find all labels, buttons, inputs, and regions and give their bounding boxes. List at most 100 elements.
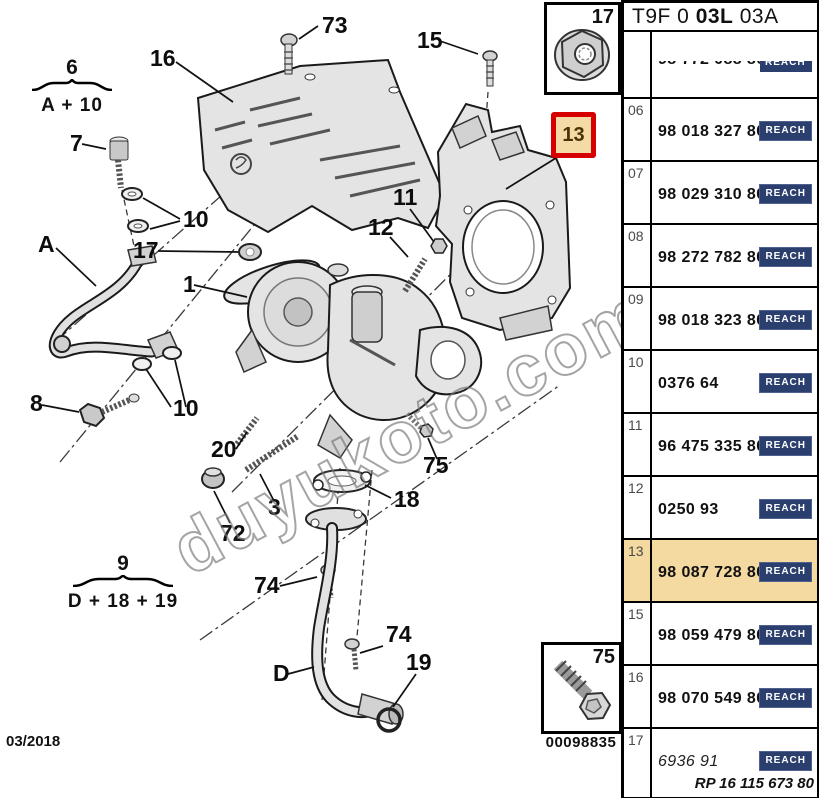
ref-number: 10 xyxy=(628,354,644,370)
table-row[interactable]: 06 98 018 327 80 REACH xyxy=(624,99,817,162)
part-number: 98 059 479 80 xyxy=(658,627,766,644)
ref-number: 17 xyxy=(628,732,644,748)
ref-number: 09 xyxy=(628,291,644,307)
callout-74b: 74 xyxy=(386,621,412,647)
ref-cell: 10 xyxy=(624,351,652,412)
exploded-diagram: 73 15 16 7 A 10 17 1 11 12 8 10 20 3 72 … xyxy=(6,2,621,751)
reach-button[interactable]: REACH xyxy=(759,373,812,393)
callout-17b: 17 xyxy=(133,237,159,263)
callout-A: A xyxy=(38,231,55,257)
part-number: 0250 93 xyxy=(658,501,719,518)
brace-icon xyxy=(72,574,174,588)
table-row[interactable]: 10 0376 64 REACH xyxy=(624,351,817,414)
callout-15: 15 xyxy=(417,27,443,53)
code-prefix: T9F 0 xyxy=(632,5,696,28)
ref-cell: 16 xyxy=(624,666,652,727)
group-bottom: D + 18 + 19 xyxy=(67,591,179,612)
part-number: 98 272 782 80 xyxy=(658,249,766,266)
reach-button[interactable]: REACH xyxy=(759,499,812,519)
part-number: 0376 64 xyxy=(658,375,719,392)
table-row[interactable]: 17 6936 91 REACH RP 16 115 673 80 xyxy=(624,729,817,797)
inset-nut-box: 17 xyxy=(544,2,621,95)
table-row[interactable]: 98 772 088 80 REACH xyxy=(624,32,817,99)
brace-icon xyxy=(31,78,113,92)
table-row[interactable]: 11 96 475 335 80 REACH xyxy=(624,414,817,477)
reach-button[interactable]: REACH xyxy=(759,121,812,141)
ref-cell xyxy=(624,32,652,97)
ref-number: 16 xyxy=(628,669,644,685)
ref-number: 13 xyxy=(628,543,644,559)
callout-1: 1 xyxy=(183,271,196,297)
hex-bolt-icon xyxy=(553,660,612,721)
part-number: 98 087 728 80 xyxy=(658,564,766,581)
ref-cell: 12 xyxy=(624,477,652,538)
reach-button[interactable]: REACH xyxy=(759,184,812,204)
reach-button[interactable]: REACH xyxy=(759,562,812,582)
ref-cell: 09 xyxy=(624,288,652,349)
reach-button[interactable]: REACH xyxy=(759,310,812,330)
group-label-6: 6 A + 10 xyxy=(28,56,116,116)
code-suffix: 03A xyxy=(733,5,779,28)
flange-nut-icon xyxy=(554,29,610,81)
turbocharger-part xyxy=(223,259,483,460)
oil-drain-pipe-part xyxy=(311,522,404,733)
table-row-highlighted[interactable]: 13 98 087 728 80 REACH xyxy=(624,540,817,603)
callout-74a: 74 xyxy=(254,572,280,598)
inset-label: 75 xyxy=(592,646,615,668)
code-bold: 03L xyxy=(695,5,734,28)
table-row[interactable]: 16 98 070 549 80 REACH xyxy=(624,666,817,729)
ref-cell: 11 xyxy=(624,414,652,475)
ref-number: 15 xyxy=(628,606,644,622)
reach-button[interactable]: REACH xyxy=(759,688,812,708)
leader-lines xyxy=(41,25,557,708)
heat-shield-part xyxy=(196,58,447,234)
callout-12: 12 xyxy=(368,214,394,240)
highlighted-part-badge[interactable]: 13 xyxy=(551,112,596,158)
replacement-part-note: RP 16 115 673 80 xyxy=(694,775,814,792)
table-row[interactable]: 15 98 059 479 80 REACH xyxy=(624,603,817,666)
page-title: T9F 0 03L 03A xyxy=(624,3,817,32)
revision-date: 03/2018 xyxy=(6,733,61,750)
callout-D: D xyxy=(273,660,290,686)
ref-number: 12 xyxy=(628,480,644,496)
part-number: 96 475 335 80 xyxy=(658,438,766,455)
washer-parts xyxy=(121,187,182,371)
part-number: 98 018 323 80 xyxy=(658,312,766,329)
table-row[interactable]: 07 98 029 310 80 REACH xyxy=(624,162,817,225)
group-top: 9 xyxy=(117,552,129,575)
turbocharger-diagram-drawing: 73 15 16 7 A 10 17 1 11 12 8 10 20 3 72 … xyxy=(30,12,572,733)
callout-19: 19 xyxy=(406,649,432,675)
callout-16: 16 xyxy=(150,45,176,71)
table-row[interactable]: 08 98 272 782 80 REACH xyxy=(624,225,817,288)
reach-button[interactable]: REACH xyxy=(759,247,812,267)
reach-button[interactable]: REACH xyxy=(759,751,812,771)
callout-labels: 73 15 16 7 A 10 17 1 11 12 8 10 20 3 72 … xyxy=(30,12,449,686)
reach-button[interactable]: REACH xyxy=(760,61,812,76)
callout-73: 73 xyxy=(322,12,348,38)
group-bottom: A + 10 xyxy=(41,95,103,116)
callout-8: 8 xyxy=(30,390,43,416)
part-number-clipped: 98 772 088 80 xyxy=(658,61,788,79)
callout-10b: 10 xyxy=(173,395,199,421)
turbo-bracket-part xyxy=(434,102,572,341)
ref-cell: 15 xyxy=(624,603,652,664)
group-top: 6 xyxy=(66,56,78,79)
callout-75b: 75 xyxy=(423,452,449,478)
ref-cell: 06 xyxy=(624,99,652,160)
table-row[interactable]: 12 0250 93 REACH xyxy=(624,477,817,540)
ref-cell: 17 xyxy=(624,729,652,797)
part-number: 98 070 549 80 xyxy=(658,690,766,707)
callout-7: 7 xyxy=(70,130,83,156)
callout-20: 20 xyxy=(211,436,237,462)
o-ring-part xyxy=(376,707,402,733)
group-label-9: 9 D + 18 + 19 xyxy=(64,552,182,612)
drawing-number: 00098835 xyxy=(545,734,617,751)
inset-label: 17 xyxy=(591,6,614,28)
ref-number: 07 xyxy=(628,165,644,181)
table-row[interactable]: 09 98 018 323 80 REACH xyxy=(624,288,817,351)
ref-cell: 13 xyxy=(624,540,652,601)
callout-10a: 10 xyxy=(183,206,209,232)
reach-button[interactable]: REACH xyxy=(759,625,812,645)
reach-button[interactable]: REACH xyxy=(759,436,812,456)
